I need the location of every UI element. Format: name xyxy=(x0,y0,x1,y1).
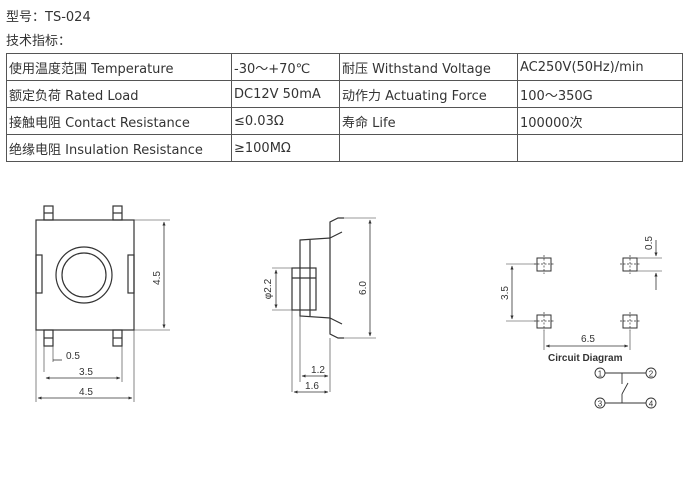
table-row: 额定负荷 Rated Load DC12V 50mA 动作力 Actuating… xyxy=(6,80,683,108)
side-view-drawing xyxy=(272,217,376,394)
model-line: 型号：TS-024 xyxy=(6,6,91,25)
spec-label: 耐压 Withstand Voltage xyxy=(339,53,518,81)
spec-heading: 技术指标： xyxy=(6,34,72,49)
top-height-dim: 4.5 xyxy=(152,271,163,285)
circuit-pin-2: 2 xyxy=(649,370,654,379)
model-label: 型号： xyxy=(6,10,46,25)
side-body-height-dim: 1.6 xyxy=(305,381,319,392)
spec-label: 动作力 Actuating Force xyxy=(339,80,518,108)
pcb-layout-drawing xyxy=(506,240,662,350)
model-value: TS-024 xyxy=(45,10,91,25)
table-row: 绝缘电阻 Insulation Resistance ≥100MΩ xyxy=(6,134,683,162)
spec-value xyxy=(517,134,683,162)
spec-label: 寿命 Life xyxy=(339,107,518,135)
pcb-pitch-y-dim: 3.5 xyxy=(500,286,511,300)
spec-value: ≥100MΩ xyxy=(231,134,340,162)
top-pad-width-dim: 0.5 xyxy=(66,351,80,362)
pcb-pad-dim: 0.5 xyxy=(644,236,655,250)
pcb-pitch-x-dim: 6.5 xyxy=(581,334,595,345)
spec-label: 使用温度范围 Temperature xyxy=(6,53,232,81)
side-stem-dim: φ2.2 xyxy=(263,278,274,299)
spec-label: 绝缘电阻 Insulation Resistance xyxy=(6,134,232,162)
spec-value: 100～350G xyxy=(517,80,683,108)
spec-value: -30～+70℃ xyxy=(231,53,340,81)
circuit-pin-4: 4 xyxy=(649,400,654,409)
technical-drawings: 4.5 0.5 3.5 4.5 φ2.2 6.0 1.2 1.6 xyxy=(35,205,662,409)
circuit-diagram xyxy=(594,367,657,409)
spec-value: AC250V(50Hz)/min xyxy=(517,53,683,81)
spec-label: 接触电阻 Contact Resistance xyxy=(6,107,232,135)
top-view-drawing xyxy=(35,205,170,402)
spec-value: DC12V 50mA xyxy=(231,80,340,108)
top-width-dim: 4.5 xyxy=(79,387,93,398)
table-row: 接触电阻 Contact Resistance ≤0.03Ω 寿命 Life 1… xyxy=(6,107,683,135)
side-stem-height-dim: 1.2 xyxy=(311,365,325,376)
circuit-pin-3: 3 xyxy=(598,400,603,409)
table-row: 使用温度范围 Temperature -30～+70℃ 耐压 Withstand… xyxy=(6,53,683,81)
spec-label: 额定负荷 Rated Load xyxy=(6,80,232,108)
top-pitch-dim: 3.5 xyxy=(79,367,93,378)
spec-value: 100000次 xyxy=(517,107,683,135)
spec-label xyxy=(339,134,518,162)
spec-table: 使用温度范围 Temperature -30～+70℃ 耐压 Withstand… xyxy=(6,53,683,162)
circuit-pin-1: 1 xyxy=(598,370,603,379)
circuit-diagram-title: Circuit Diagram xyxy=(548,353,623,364)
side-length-dim: 6.0 xyxy=(358,281,369,295)
spec-value: ≤0.03Ω xyxy=(231,107,340,135)
